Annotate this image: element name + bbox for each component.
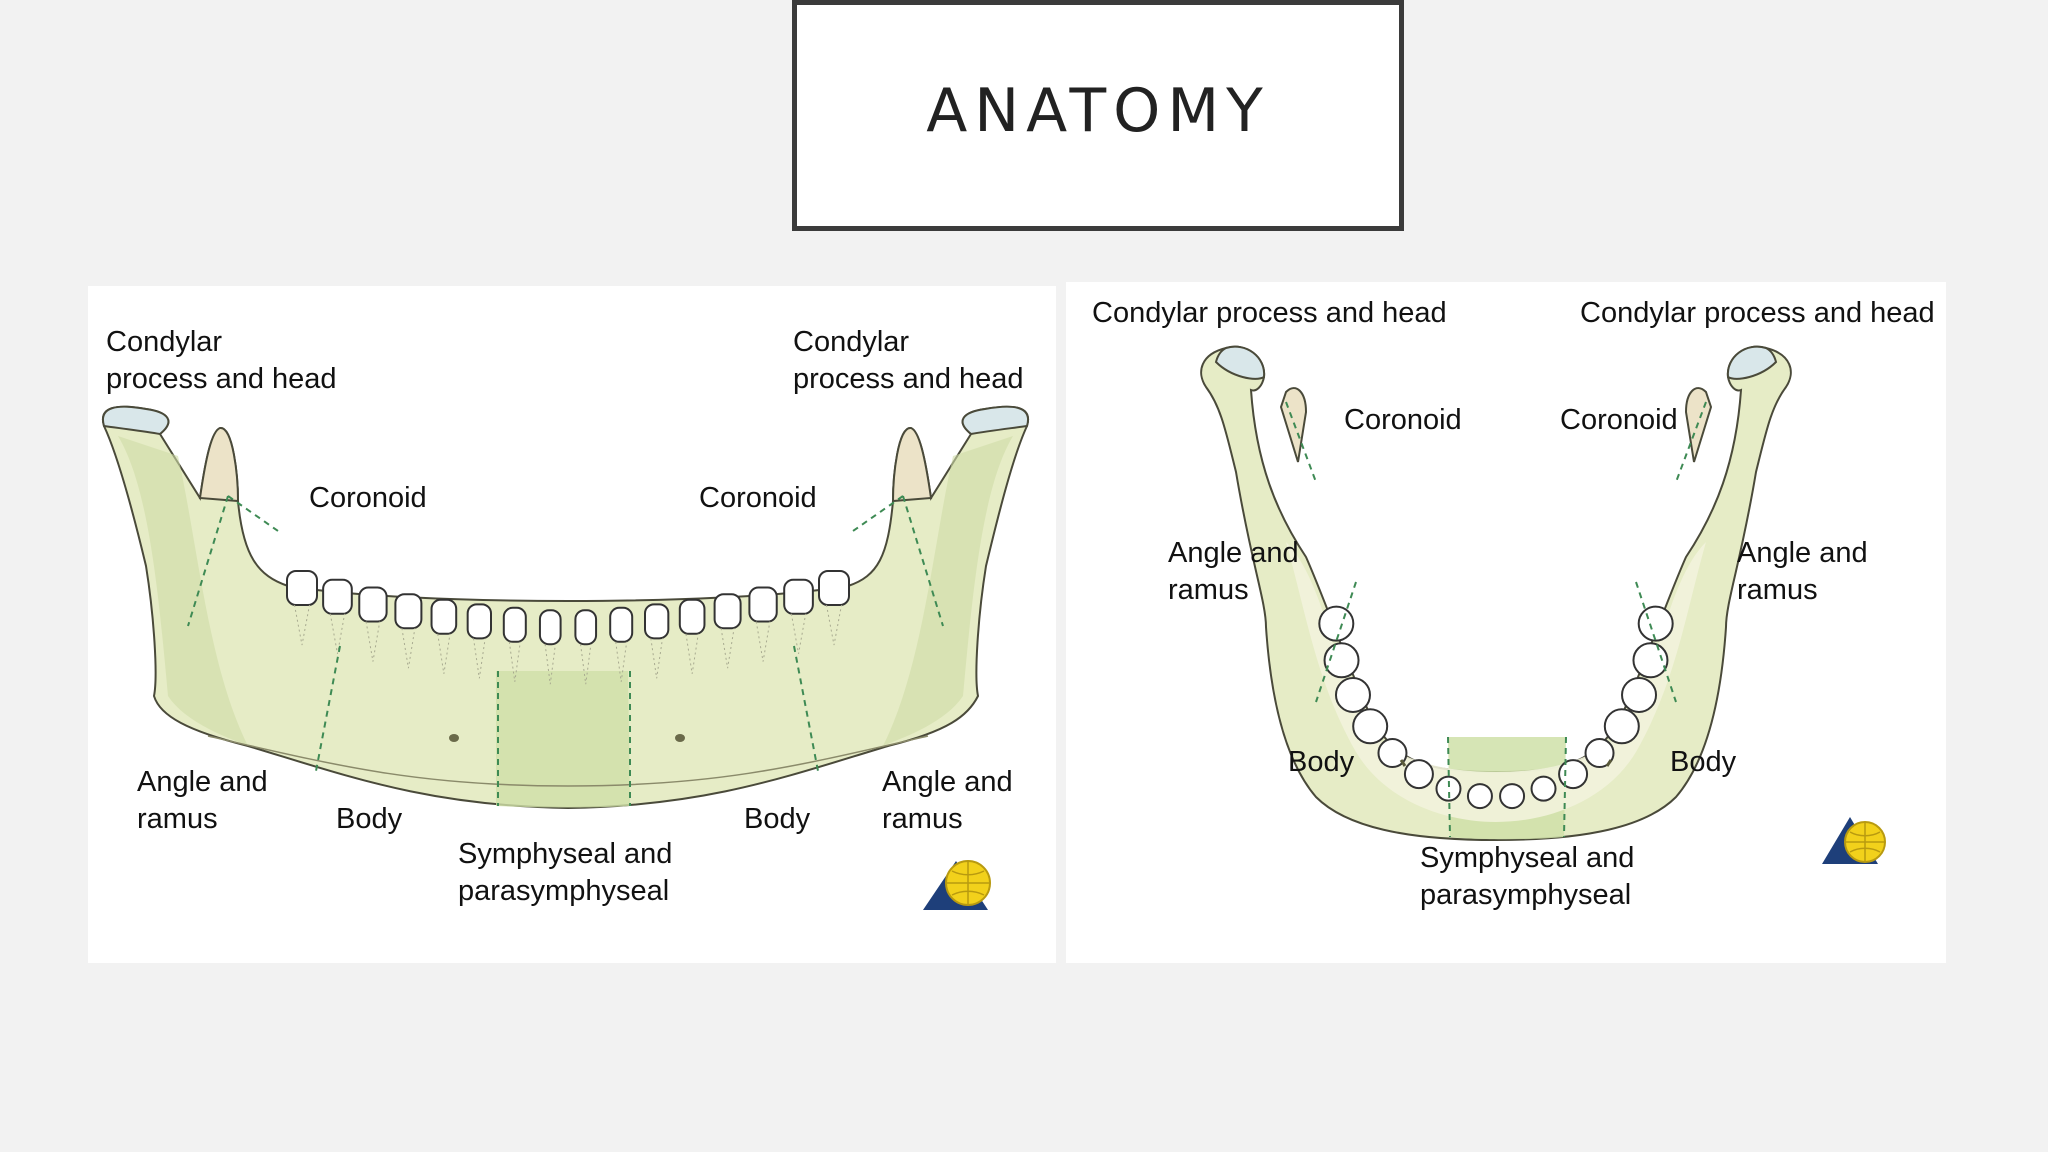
label-body-right-front: Body: [744, 803, 811, 835]
label-body-left-front: Body: [336, 803, 403, 835]
tooth: [466, 603, 492, 640]
mandible-front-illustration: [101, 405, 1030, 910]
tooth: [1558, 759, 1589, 790]
tooth-root: [826, 604, 842, 646]
tooth-root: [294, 604, 310, 646]
tooth-root: [755, 621, 771, 662]
mandible-top-illustration: [1200, 345, 1886, 864]
label-body-right-top: Body: [1670, 746, 1737, 778]
tooth: [1377, 738, 1408, 769]
publisher-logo-top: [1822, 817, 1886, 864]
tooth: [783, 578, 814, 615]
page-title: ANATOMY: [926, 75, 1270, 146]
tooth-root: [720, 628, 735, 669]
tooth: [1632, 642, 1669, 679]
label-coronoid-right-front: Coronoid: [699, 482, 817, 514]
tooth: [1403, 759, 1434, 790]
mental-foramen-right: [675, 734, 685, 742]
tooth: [1323, 642, 1360, 679]
mental-foramen-left: [449, 734, 459, 742]
tooth: [1621, 676, 1658, 713]
tooth: [713, 593, 742, 630]
coronoid-right-front: [891, 427, 933, 503]
tooth-root: [650, 638, 663, 679]
title-box: ANATOMY: [792, 0, 1404, 231]
tooth: [394, 593, 423, 630]
label-body-left-top: Body: [1288, 746, 1355, 778]
tooth: [322, 578, 353, 615]
tooth: [1530, 775, 1557, 802]
tooth-root: [790, 613, 807, 654]
label-coronoid-left-top: Coronoid: [1344, 404, 1462, 436]
condyle-right-top: [1726, 345, 1778, 380]
tooth: [609, 606, 634, 643]
symphysis-region-front: [496, 671, 630, 808]
tooth-root: [329, 613, 346, 654]
tooth: [430, 598, 458, 635]
tooth-root: [544, 644, 556, 685]
coronoid-left-front: [198, 427, 240, 503]
label-angle-right-front: Angle and ramus: [882, 766, 1013, 835]
tooth: [644, 603, 670, 640]
label-condylar-right-front: Condylar process and head: [793, 326, 1024, 395]
tooth: [1584, 738, 1615, 769]
tooth-root: [473, 638, 486, 679]
label-condylar-left-front: Condylar process and head: [106, 326, 337, 395]
tooth-root: [401, 628, 416, 669]
label-angle-right-top: Angle and ramus: [1737, 537, 1868, 606]
condyle-left-top: [1214, 345, 1266, 380]
teeth-row-front: [286, 570, 850, 685]
label-coronoid-right-top: Coronoid: [1560, 404, 1678, 436]
tooth-root: [365, 621, 381, 662]
tooth-root: [615, 641, 628, 682]
label-angle-left-top: Angle and ramus: [1168, 537, 1299, 606]
tooth: [678, 598, 706, 635]
label-angle-left-front: Angle and ramus: [137, 766, 268, 835]
label-symphyseal-top: Symphyseal and parasymphyseal: [1420, 842, 1635, 911]
tooth: [818, 570, 850, 606]
tooth: [538, 609, 562, 646]
label-condylar-left-top: Condylar process and head: [1092, 297, 1447, 329]
tooth: [1334, 676, 1371, 713]
publisher-logo-front: [923, 860, 991, 910]
tooth: [502, 606, 527, 643]
tooth: [1352, 708, 1389, 745]
tooth: [358, 586, 388, 623]
tooth-root: [685, 633, 699, 674]
label-coronoid-left-front: Coronoid: [309, 482, 427, 514]
mandible-front-view: Condylar process and head Condylar proce…: [88, 286, 1056, 963]
coronoid-left-top: [1279, 387, 1308, 463]
tooth: [286, 570, 318, 606]
tooth: [1499, 783, 1526, 810]
tooth-root: [437, 633, 451, 674]
condyle-right-front: [961, 405, 1030, 436]
condyle-left-front: [101, 405, 170, 436]
tooth-root: [580, 644, 592, 685]
fracture-region-lines-top: [1285, 401, 1707, 838]
label-symphyseal-front: Symphyseal and parasymphyseal: [458, 838, 673, 907]
tooth: [1435, 775, 1462, 802]
tooth: [1318, 605, 1355, 642]
tooth: [574, 609, 598, 646]
tooth-root: [508, 641, 521, 682]
mandible-top-view: Condylar process and head Condylar proce…: [1066, 282, 1946, 963]
coronoid-right-top: [1684, 387, 1713, 463]
tooth: [748, 586, 778, 623]
tooth: [1637, 605, 1674, 642]
tooth: [1603, 708, 1640, 745]
tooth: [1466, 783, 1493, 810]
fracture-region-lines-front: [187, 495, 944, 806]
label-condylar-right-top: Condylar process and head: [1580, 297, 1935, 329]
